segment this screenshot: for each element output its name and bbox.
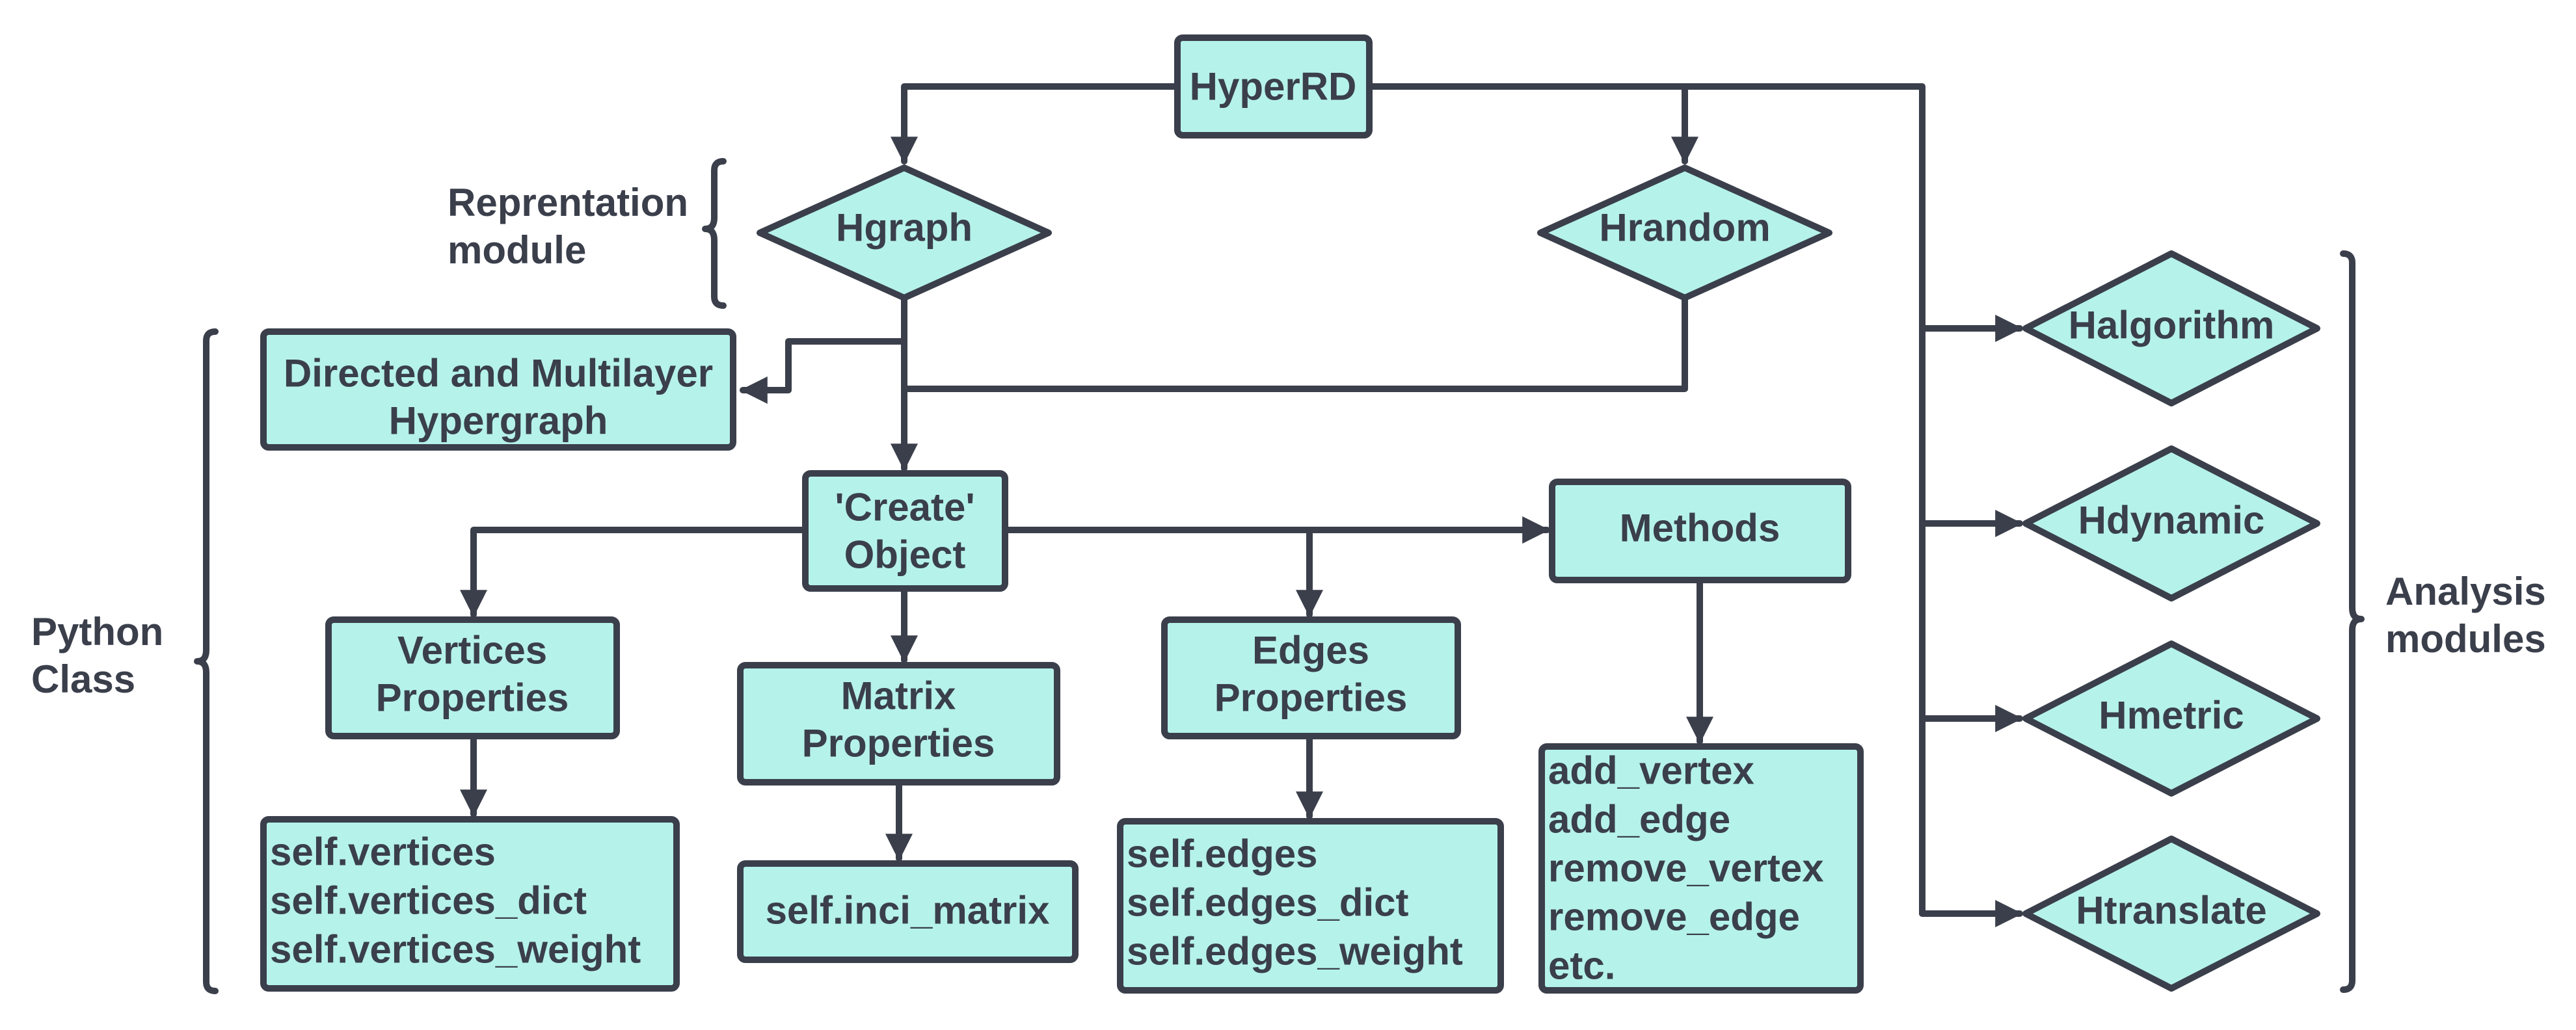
node-edges-attributes[interactable]: self.edges self.edges_dict self.edges_we… bbox=[1117, 818, 1504, 994]
node-hdynamic[interactable]: Hdynamic bbox=[2022, 445, 2320, 601]
label-representation-line1: Reprentation bbox=[448, 181, 688, 224]
node-vertices-attributes[interactable]: self.vertices self.vertices_dict self.ve… bbox=[260, 816, 680, 992]
node-htranslate-label: Htranslate bbox=[2076, 889, 2266, 932]
braces bbox=[194, 158, 2365, 994]
node-hmetric[interactable]: Hmetric bbox=[2022, 640, 2320, 797]
node-vertices-line1: Vertices bbox=[397, 629, 547, 672]
connector-hgraph-directed bbox=[740, 338, 907, 404]
node-halgorithm-label: Halgorithm bbox=[2069, 304, 2275, 347]
label-python-class: Python Class bbox=[31, 610, 163, 701]
methods-item-3: remove_vertex bbox=[1548, 847, 1824, 890]
connectors bbox=[460, 83, 2023, 927]
connector-create-edges bbox=[1002, 527, 1323, 618]
connector-create-vertices bbox=[460, 527, 809, 618]
node-inci-matrix[interactable]: self.inci_matrix bbox=[737, 860, 1079, 963]
node-edges-line1: Edges bbox=[1252, 629, 1369, 672]
node-create-line2: Object bbox=[844, 533, 966, 577]
node-vertices-properties[interactable]: Vertices Properties bbox=[325, 616, 620, 739]
node-methods[interactable]: Methods bbox=[1549, 479, 1851, 583]
label-representation-module: Reprentation module bbox=[448, 181, 688, 272]
label-analysis-line2: modules bbox=[2385, 617, 2546, 661]
node-hrandom-label: Hrandom bbox=[1599, 206, 1770, 250]
brace-representation bbox=[702, 158, 727, 309]
label-representation-line2: module bbox=[448, 228, 586, 272]
inci-matrix-label: self.inci_matrix bbox=[766, 889, 1050, 932]
node-hrandom[interactable]: Hrandom bbox=[1537, 165, 1832, 301]
node-hyperrd[interactable]: HyperRD bbox=[1174, 34, 1373, 139]
node-create-object[interactable]: 'Create' Object bbox=[802, 470, 1008, 592]
node-hgraph-label: Hgraph bbox=[836, 206, 973, 250]
node-create-line1: 'Create' bbox=[835, 486, 974, 529]
connector-hyperrd-hrandom bbox=[1366, 83, 1698, 165]
node-matrix-properties[interactable]: Matrix Properties bbox=[737, 662, 1060, 786]
node-methods-label: Methods bbox=[1620, 507, 1780, 550]
node-hmetric-label: Hmetric bbox=[2099, 694, 2244, 737]
vertices-attr-3: self.vertices_weight bbox=[270, 928, 641, 971]
vertices-attr-1: self.vertices bbox=[270, 830, 496, 874]
edges-attr-2: self.edges_dict bbox=[1127, 881, 1409, 925]
node-halgorithm[interactable]: Halgorithm bbox=[2022, 250, 2320, 406]
label-python-line2: Class bbox=[31, 657, 135, 701]
brace-python-class bbox=[194, 328, 219, 994]
node-directed-line1: Directed and Multilayer bbox=[284, 352, 713, 395]
node-edges-properties[interactable]: Edges Properties bbox=[1161, 616, 1461, 739]
connector-hyperrd-hgraph bbox=[891, 83, 1181, 165]
node-hyperrd-label: HyperRD bbox=[1190, 65, 1357, 109]
node-directed-multilayer-hypergraph[interactable]: Directed and Multilayer Hypergraph bbox=[260, 328, 736, 451]
methods-item-5: etc. bbox=[1548, 944, 1615, 988]
methods-item-4: remove_edge bbox=[1548, 895, 1800, 939]
connector-hyperrd-analysis-bus bbox=[1682, 83, 1925, 917]
label-analysis-modules: Analysis modules bbox=[2385, 570, 2546, 661]
methods-item-2: add_edge bbox=[1548, 798, 1730, 841]
node-edges-line2: Properties bbox=[1214, 676, 1408, 720]
node-vertices-line2: Properties bbox=[376, 676, 569, 720]
methods-item-1: add_vertex bbox=[1548, 749, 1754, 793]
brace-analysis bbox=[2340, 250, 2365, 993]
label-python-line1: Python bbox=[31, 610, 163, 654]
node-hgraph[interactable]: Hgraph bbox=[757, 165, 1052, 301]
node-hdynamic-label: Hdynamic bbox=[2078, 499, 2265, 542]
node-directed-line2: Hypergraph bbox=[389, 399, 608, 443]
label-analysis-line1: Analysis bbox=[2385, 570, 2546, 613]
node-htranslate[interactable]: Htranslate bbox=[2022, 836, 2320, 992]
edges-attr-1: self.edges bbox=[1127, 832, 1317, 876]
vertices-attr-2: self.vertices_dict bbox=[270, 879, 587, 923]
connector-hrandom-create bbox=[901, 295, 1688, 392]
edges-attr-3: self.edges_weight bbox=[1127, 930, 1463, 973]
node-matrix-line1: Matrix bbox=[841, 674, 956, 718]
node-methods-list[interactable]: add_vertex add_edge remove_vertex remove… bbox=[1538, 743, 1864, 994]
node-matrix-line2: Properties bbox=[802, 722, 995, 765]
